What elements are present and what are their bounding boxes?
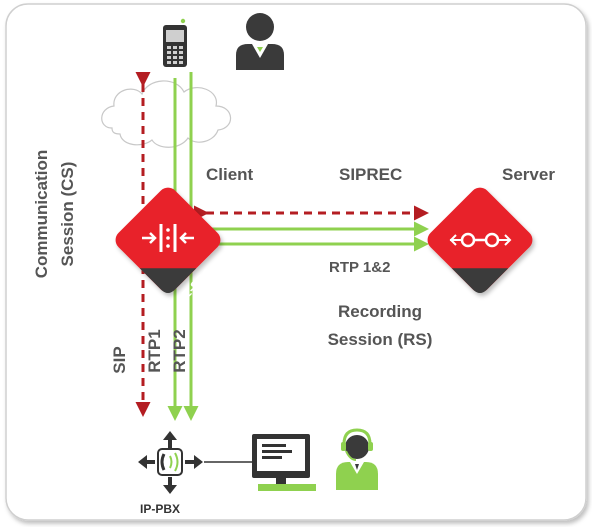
rtp12-label: RTP 1&2 (329, 259, 391, 276)
monitor-icon (252, 434, 316, 491)
server-label: Server (502, 165, 555, 184)
ip-pbx-icon (138, 431, 203, 494)
recording-session-line1: Recording (337, 302, 423, 321)
ip-pbx-label: IP-PBX (140, 502, 181, 516)
esbc-device-icon (115, 187, 221, 294)
recording-session-line2: Session (RS) (327, 330, 433, 349)
rtp2-label: RTP2 (170, 329, 189, 373)
cloud-icon (101, 80, 232, 148)
communication-session-line1: Communication (32, 149, 51, 279)
rtp1-label: RTP1 (145, 329, 164, 373)
mobile-phone-icon (163, 18, 187, 67)
agent-headset-icon (336, 428, 378, 490)
communication-session-line2: Session (CS) (58, 161, 77, 267)
siprec-label: SIPREC (339, 165, 403, 184)
client-label: Client (206, 165, 254, 184)
isr-device-icon (427, 187, 533, 294)
user-icon (236, 13, 284, 70)
sip-label: SIP (110, 346, 129, 374)
